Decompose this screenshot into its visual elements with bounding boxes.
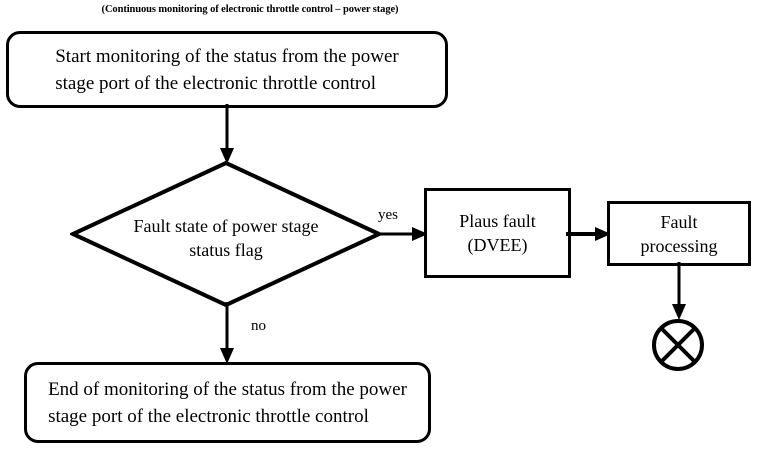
node-plaus-fault-label: Plaus fault (DVEE) — [459, 211, 536, 255]
edge-label-no: no — [251, 318, 266, 334]
node-start-monitoring[interactable]: Start monitoring of the status from the … — [6, 31, 448, 108]
edge-start-to-decision — [216, 104, 238, 166]
diagram-caption: (Continuous monitoring of electronic thr… — [101, 4, 399, 15]
node-end-monitoring[interactable]: End of monitoring of the status from the… — [24, 362, 431, 443]
node-fault-processing[interactable]: Fault processing — [607, 201, 751, 266]
edge-label-yes: yes — [378, 207, 398, 223]
node-fault-processing-label: Fault processing — [640, 211, 718, 256]
node-start-monitoring-label: Start monitoring of the status from the … — [55, 45, 399, 94]
node-terminator-circle-x-icon — [650, 317, 706, 373]
node-plaus-fault[interactable]: Plaus fault (DVEE) — [424, 188, 571, 278]
edge-fault-processing-to-terminator — [668, 262, 690, 322]
node-end-monitoring-label: End of monitoring of the status from the… — [48, 378, 407, 427]
edge-plaus-fault-to-fault-processing — [566, 224, 612, 244]
edge-decision-to-end — [216, 302, 238, 366]
edge-decision-to-plaus-fault — [374, 224, 430, 244]
node-decision-fault-state-label: Fault state of power stage status flag — [133, 216, 319, 260]
